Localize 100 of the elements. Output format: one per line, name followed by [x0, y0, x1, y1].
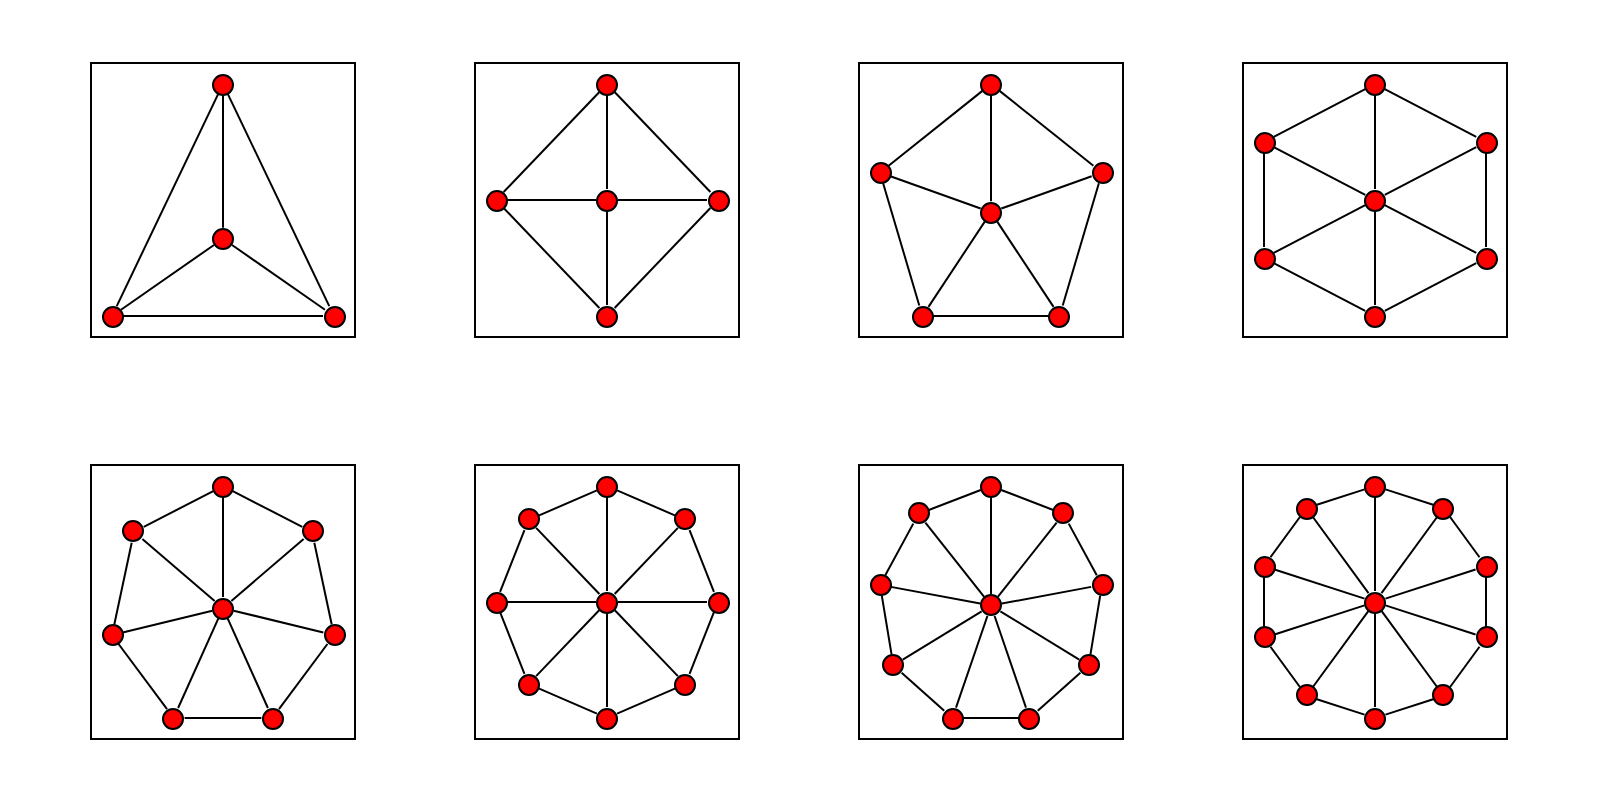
graph-vertex: [1091, 161, 1113, 184]
graph-edge: [1374, 210, 1376, 306]
graph-vertex: [1253, 555, 1275, 578]
graph-edge: [1384, 698, 1435, 716]
graph-vertex: [1077, 654, 1100, 677]
graph-edge: [1263, 152, 1265, 248]
graph-edge: [924, 521, 986, 598]
graph-edge: [1380, 609, 1439, 688]
graph-edge: [617, 199, 708, 201]
graph-vertex: [212, 597, 234, 620]
graph-vertex: [212, 227, 234, 250]
graph-edge: [901, 610, 983, 661]
graph-edge: [1384, 488, 1435, 506]
graph-vertex: [101, 624, 123, 647]
graph-edge: [993, 615, 1027, 709]
graph-edge: [226, 617, 269, 709]
graph-edge: [990, 496, 992, 596]
graph-vertex: [485, 189, 507, 211]
graph-edge: [996, 521, 1058, 598]
graph-vertex: [1253, 131, 1275, 153]
graph-edge: [1272, 262, 1367, 312]
graph-vertex: [1475, 247, 1497, 269]
graph-edge: [537, 687, 598, 715]
graph-edge: [1273, 568, 1366, 600]
graph-vertex: [1475, 555, 1497, 578]
graph-edge: [613, 90, 712, 194]
graph-panel: [1242, 464, 1508, 740]
graph-vertex: [1052, 502, 1075, 525]
graph-vertex: [1432, 684, 1455, 707]
graph-edge: [889, 175, 982, 210]
graph-vertex: [301, 520, 323, 543]
graph-edge: [499, 611, 526, 675]
graph-edge: [1263, 576, 1265, 628]
graph-edge: [177, 617, 220, 709]
graph-edge: [535, 608, 601, 678]
graph-vertex: [869, 573, 891, 596]
graph-edge: [927, 220, 986, 308]
graph-vertex: [1048, 305, 1071, 327]
graph-edge: [1000, 488, 1055, 511]
graph-vertex: [596, 189, 618, 211]
graph-edge: [506, 199, 597, 201]
graph-edge: [606, 496, 608, 592]
graph-edge: [1089, 594, 1102, 656]
graph-edge: [1061, 182, 1100, 307]
graph-vertex: [707, 189, 729, 211]
graph-edge: [117, 643, 169, 711]
graph-edge: [115, 92, 220, 308]
graph-vertex: [596, 591, 618, 613]
graph-edge: [927, 488, 982, 511]
graph-edge: [121, 609, 214, 634]
graph-edge: [1374, 612, 1376, 708]
graph-vertex: [911, 305, 934, 327]
graph-panel: [90, 464, 356, 740]
graph-vertex: [1475, 131, 1497, 153]
graph-edge: [1269, 516, 1301, 559]
graph-edge: [932, 315, 1050, 317]
graph-edge: [606, 612, 608, 708]
graph-edge: [183, 717, 263, 719]
graph-vertex: [122, 520, 145, 543]
graph-edge: [688, 529, 715, 593]
graph-edge: [1000, 585, 1093, 605]
graph-edge: [232, 609, 325, 634]
graph-vertex: [1364, 189, 1386, 211]
graph-vertex: [596, 305, 618, 327]
graph-vertex: [674, 508, 697, 531]
graph-edge: [616, 489, 677, 517]
graph-vertex: [1364, 73, 1386, 95]
graph-edge: [502, 206, 601, 310]
graph-edge: [889, 585, 982, 605]
graph-edge: [606, 94, 608, 190]
graph-edge: [222, 496, 224, 599]
graph-vertex: [980, 475, 1002, 497]
graph-vertex: [517, 673, 540, 695]
graph-panel: [474, 62, 740, 338]
graph-edge: [113, 541, 133, 626]
graph-edge: [1036, 671, 1082, 712]
graph-vertex: [1295, 497, 1318, 520]
graph-edge: [506, 601, 597, 603]
graph-vertex: [596, 73, 618, 95]
graph-edge: [613, 206, 712, 310]
graph-edge: [226, 92, 331, 308]
graph-edge: [880, 594, 893, 656]
graph-vertex: [941, 707, 964, 729]
graph-edge: [1315, 698, 1366, 716]
graph-vertex: [323, 624, 345, 647]
graph-vertex: [1253, 626, 1275, 649]
graph-panel: [90, 62, 356, 338]
graph-panel: [474, 464, 740, 740]
graph-edge: [1485, 576, 1487, 628]
graph-edge: [616, 687, 677, 715]
graph-edge: [613, 608, 679, 678]
graph-edge: [962, 717, 1020, 719]
graph-edge: [499, 529, 526, 593]
graph-vertex: [162, 707, 185, 729]
graph-vertex: [517, 508, 540, 531]
graph-edge: [996, 220, 1055, 308]
graph-edge: [1273, 604, 1366, 636]
graph-edge: [887, 89, 984, 167]
graph-edge: [1374, 94, 1376, 190]
graph-edge: [1272, 204, 1367, 254]
